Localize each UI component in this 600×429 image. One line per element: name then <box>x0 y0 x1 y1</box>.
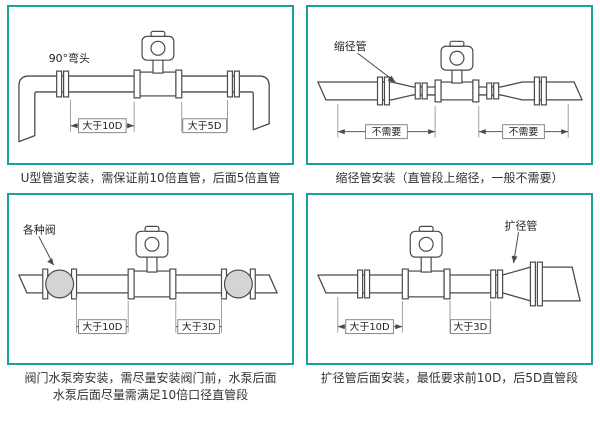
panel-expander: 扩径管 大于10D <box>306 192 593 404</box>
diagram-box-expander: 扩径管 大于10D <box>306 192 593 365</box>
panel-u-pipe: 90°弯头 大于10D <box>7 5 294 187</box>
valve-right-icon <box>220 268 256 300</box>
elbow-label: 90°弯头 <box>49 51 90 65</box>
dimension-upstream: 大于10D <box>70 99 135 134</box>
dim-downstream-label: 大于3D <box>453 320 487 333</box>
expander-leader-arrow <box>511 232 520 263</box>
caption-text: U型管道安装，需保证前10倍直管，后面5倍直管 <box>20 171 281 185</box>
panel-grid: 90°弯头 大于10D <box>7 5 593 403</box>
dim-upstream-label: 大于10D <box>82 119 122 132</box>
valve-left-icon <box>42 268 78 300</box>
valve-label: 各种阀 <box>23 222 56 236</box>
caption-text-line2: 水泵后面尽量需满足10倍口径直管段 <box>52 387 249 402</box>
flowmeter-icon <box>127 225 177 300</box>
diagram-box-reducer: 缩径管 不需要 <box>306 5 593 165</box>
dimension-upstream: 大于10D <box>76 296 129 334</box>
dimension-upstream: 大于10D <box>337 296 403 334</box>
dimension-downstream: 大于5D <box>181 99 228 134</box>
flowmeter-icon <box>401 225 451 300</box>
caption-reducer: 缩径管安装（直管段上缩径，一般不需要） <box>306 170 593 187</box>
panel-valve-pump: 各种阀 大于10D <box>7 192 294 404</box>
dim-downstream-label: 不需要 <box>509 126 539 138</box>
dim-downstream-label: 大于5D <box>188 119 222 132</box>
dim-downstream-label: 大于3D <box>182 320 216 333</box>
dim-upstream-label: 不需要 <box>372 126 402 138</box>
reducer-diagram: 缩径管 不需要 <box>317 39 583 140</box>
dimension-upstream: 不需要 <box>337 103 436 140</box>
dimension-downstream: 大于3D <box>449 300 492 334</box>
valve-leader-arrow <box>38 235 55 266</box>
caption-text-line1: 阀门水泵旁安装，需尽量安装阀门前，水泵后面 <box>24 370 277 385</box>
dimension-downstream: 不需要 <box>478 103 569 140</box>
dim-upstream-label: 大于10D <box>82 320 122 333</box>
diagram-box-u-pipe: 90°弯头 大于10D <box>7 5 294 165</box>
dim-upstream-label: 大于10D <box>350 320 390 333</box>
caption-expander: 扩径管后面安装，最低要求前10D，后5D直管段 <box>306 370 593 387</box>
valve-pump-diagram: 各种阀 大于10D <box>18 222 278 334</box>
dimension-downstream: 大于3D <box>175 296 222 334</box>
pipe-run <box>317 76 583 106</box>
flowmeter-icon <box>434 40 480 103</box>
reducer-label: 缩径管 <box>334 39 367 53</box>
diagram-box-valve-pump: 各种阀 大于10D <box>7 192 294 365</box>
reducer-leader-arrow <box>357 52 396 83</box>
expander-label: 扩径管 <box>505 218 538 232</box>
expander-diagram: 扩径管 大于10D <box>317 218 581 334</box>
flowmeter-icon <box>133 30 183 99</box>
caption-valve-pump: 阀门水泵旁安装，需尽量安装阀门前，水泵后面 水泵后面尽量需满足10倍口径直管段 <box>7 370 294 404</box>
caption-text: 缩径管安装（直管段上缩径，一般不需要） <box>335 171 564 185</box>
caption-u-pipe: U型管道安装，需保证前10倍直管，后面5倍直管 <box>7 170 294 187</box>
panel-reducer: 缩径管 不需要 <box>306 5 593 187</box>
u-pipe-diagram: 90°弯头 大于10D <box>18 30 270 143</box>
caption-text: 扩径管后面安装，最低要求前10D，后5D直管段 <box>320 370 579 385</box>
